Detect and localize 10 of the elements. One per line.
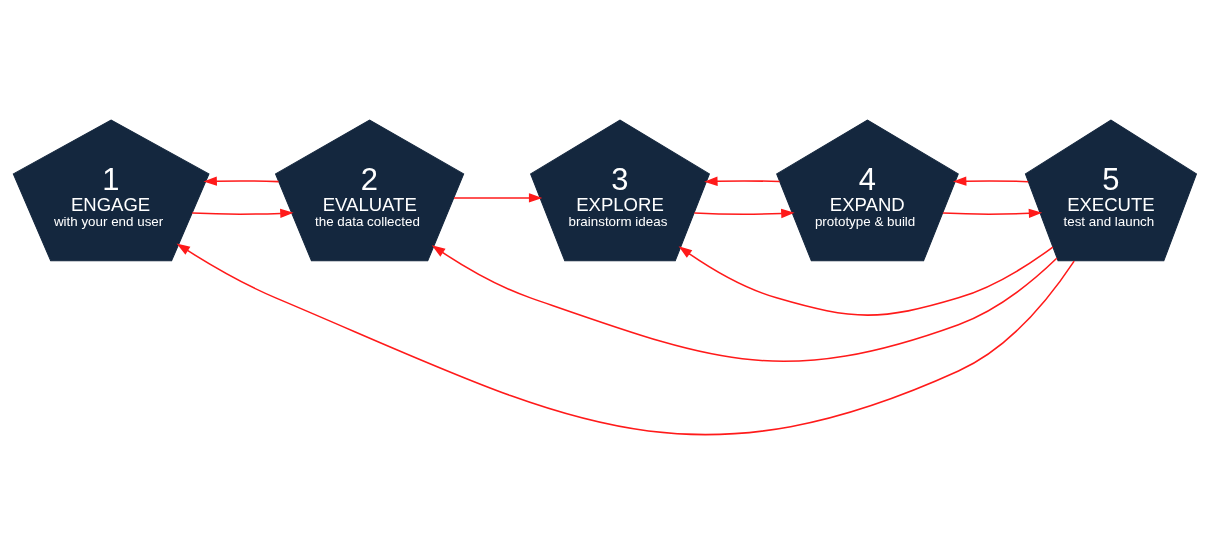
arrow [203,175,280,186]
arrow [704,176,781,186]
arrow [176,242,1075,435]
arrow [952,176,1030,186]
arrow [431,244,1058,362]
arrow [191,208,294,218]
arrow [693,208,795,218]
arrow [453,192,543,203]
arrow [678,245,1054,316]
arrow [942,208,1043,218]
